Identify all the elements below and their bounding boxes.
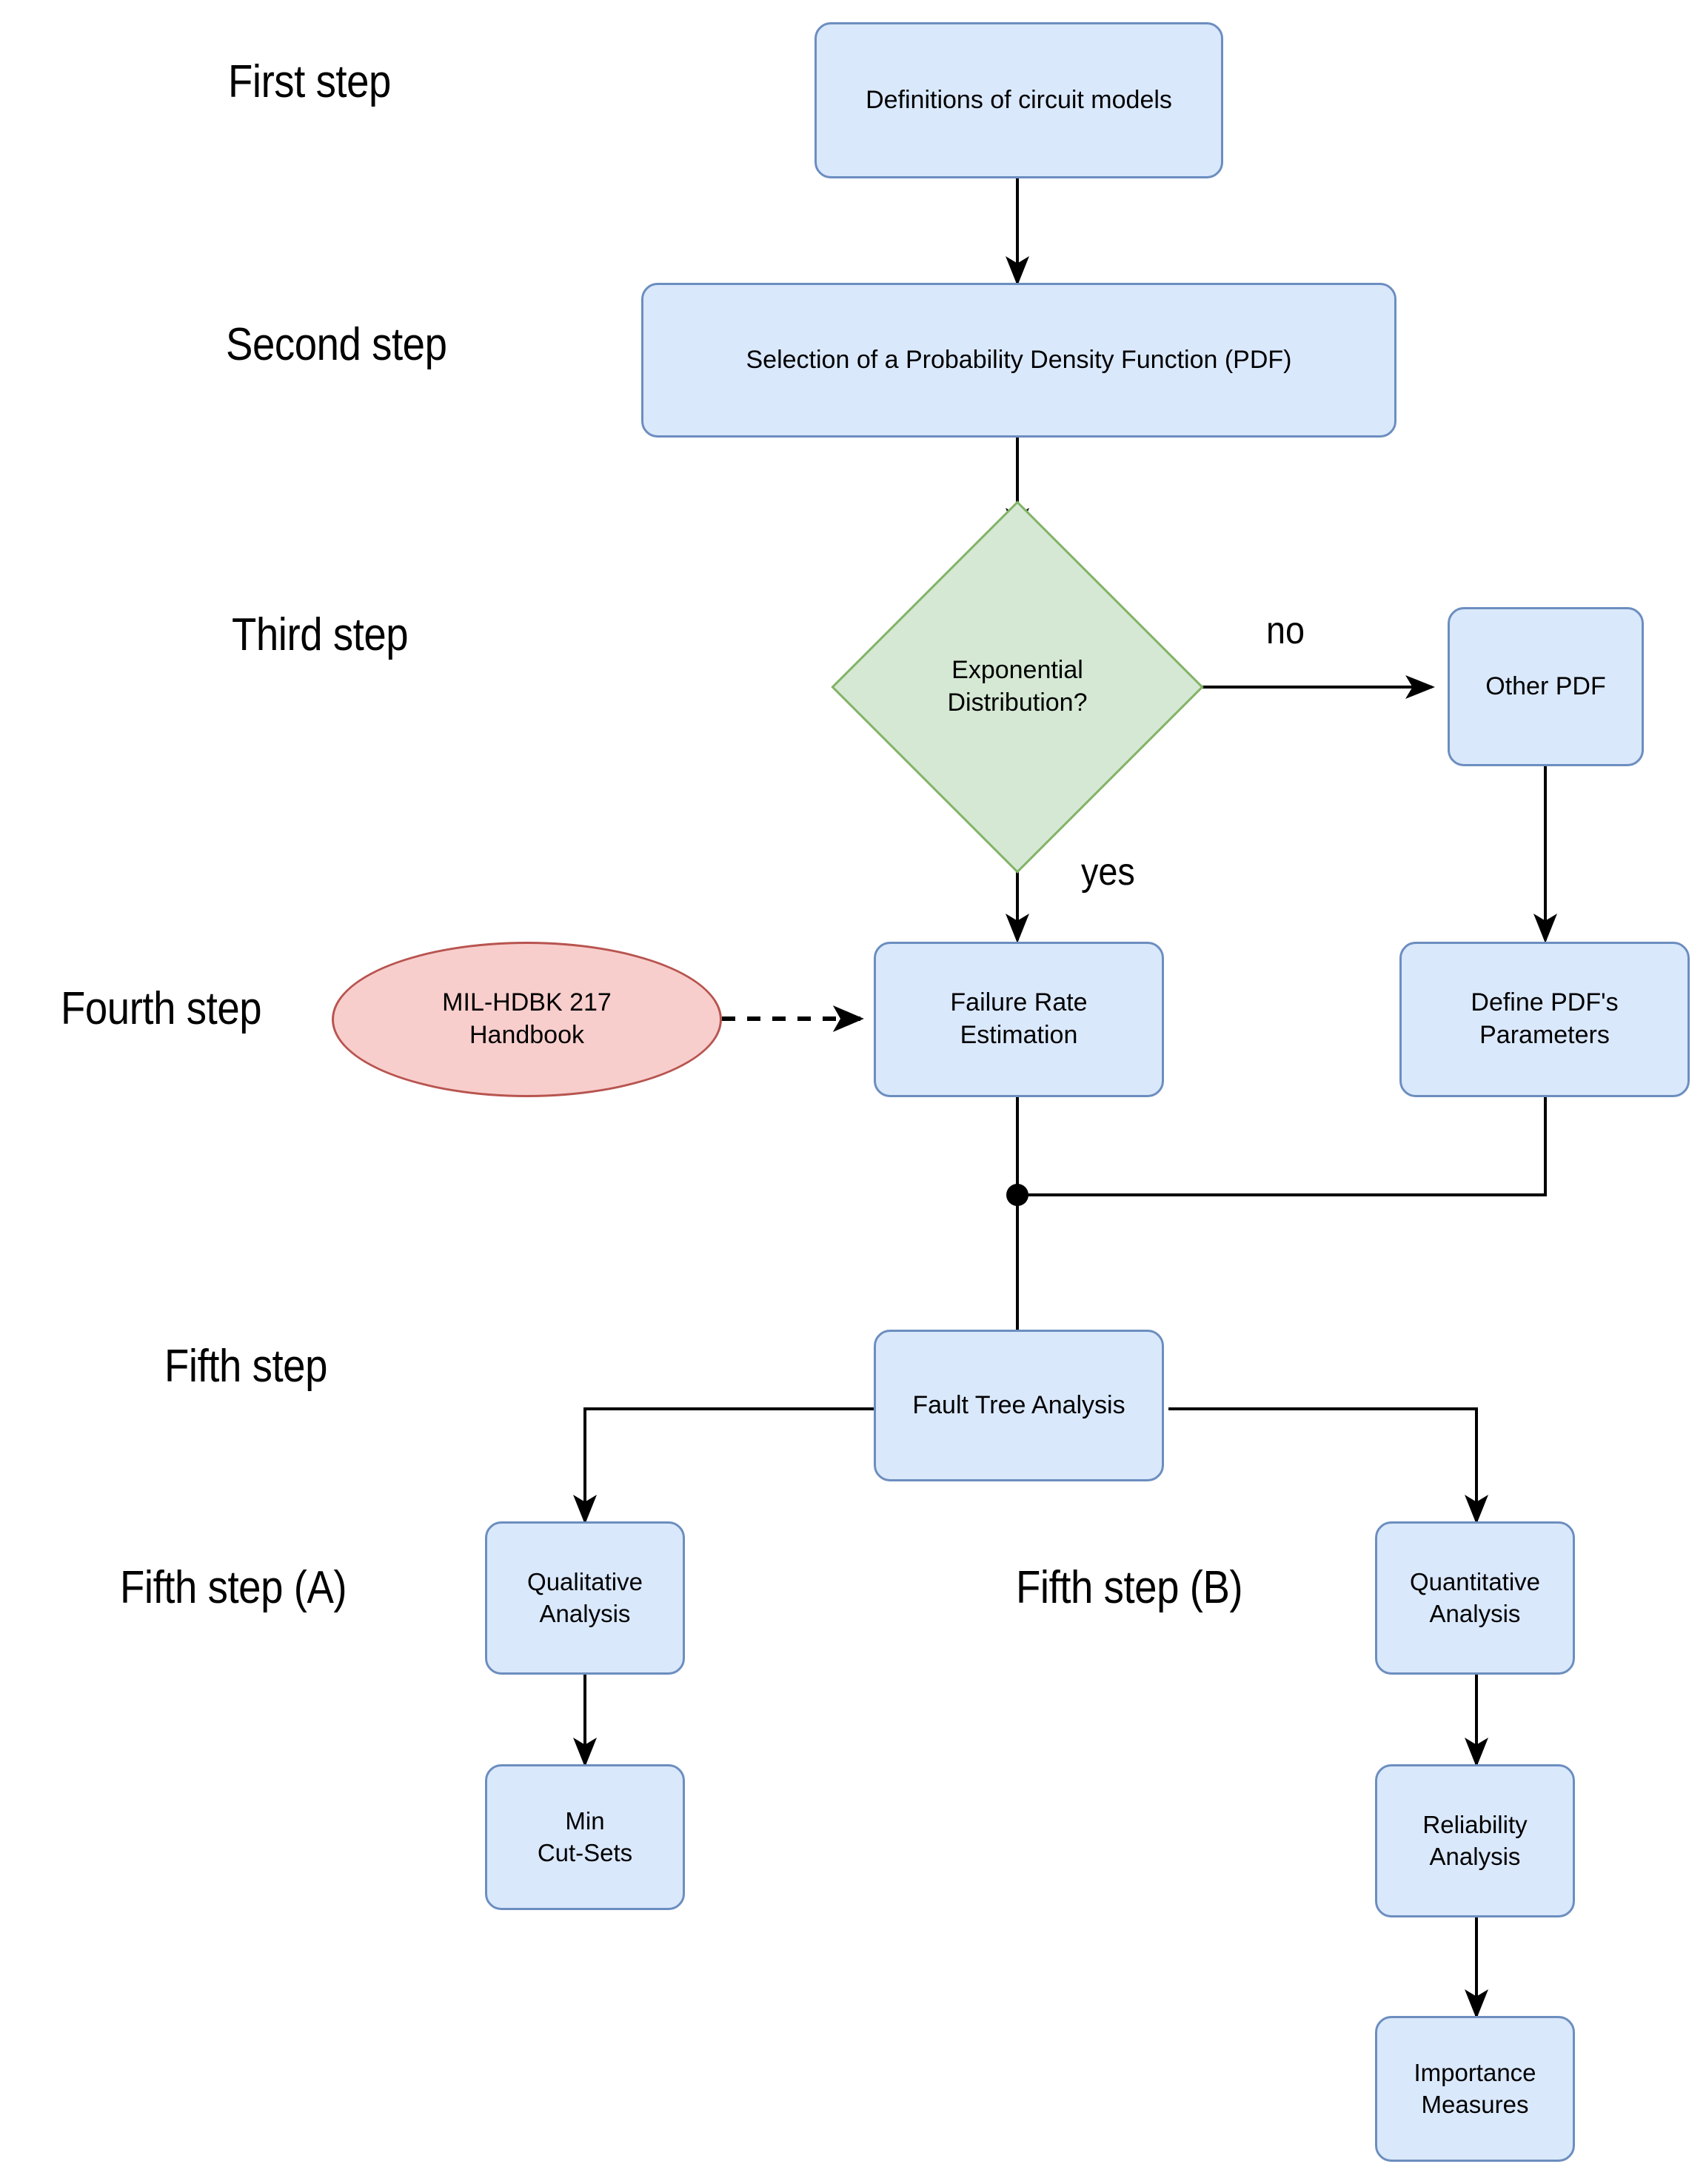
decision-label: Exponential Distribution? xyxy=(947,656,1088,717)
step-label-third: Third step xyxy=(232,609,409,660)
node-definitions-of-circuit-models[interactable]: Definitions of circuit models xyxy=(814,22,1223,178)
step-label-fourth: Fourth step xyxy=(61,983,262,1034)
node-other-pdf[interactable]: Other PDF xyxy=(1448,607,1644,766)
node-quantitative-analysis[interactable]: Quantitative Analysis xyxy=(1375,1521,1575,1675)
edge-fault-tree-to-qualitative xyxy=(573,1407,920,1524)
node-reliability-analysis[interactable]: Reliability Analysis xyxy=(1375,1764,1575,1917)
node-qualitative-analysis[interactable]: Qualitative Analysis xyxy=(485,1521,685,1675)
step-label-fifth-a: Fifth step (A) xyxy=(120,1562,347,1613)
node-pdf-selection[interactable]: Selection of a Probability Density Funct… xyxy=(641,283,1396,438)
edge-label-yes: yes xyxy=(1081,851,1135,894)
node-mil-hdbk-217-handbook[interactable]: MIL-HDBK 217 Handbook xyxy=(332,942,722,1097)
node-exponential-distribution-decision[interactable]: Exponential Distribution? xyxy=(831,500,1204,874)
edge-define-params-to-junction xyxy=(1022,1092,1547,1196)
node-min-cut-sets[interactable]: Min Cut-Sets xyxy=(485,1764,685,1910)
step-label-fifth-b: Fifth step (B) xyxy=(1016,1562,1243,1613)
step-label-second: Second step xyxy=(226,319,447,370)
step-label-first: First step xyxy=(228,56,391,107)
junction-dot xyxy=(1006,1184,1028,1206)
node-importance-measures[interactable]: Importance Measures xyxy=(1375,2016,1575,2162)
edge-label-no: no xyxy=(1266,609,1305,652)
node-failure-rate-estimation[interactable]: Failure Rate Estimation xyxy=(874,942,1164,1097)
node-define-pdf-parameters[interactable]: Define PDF's Parameters xyxy=(1399,942,1690,1097)
edge-fault-tree-to-quantitative xyxy=(1168,1407,1488,1524)
node-fault-tree-analysis[interactable]: Fault Tree Analysis xyxy=(874,1330,1164,1481)
step-label-fifth: Fifth step xyxy=(164,1341,327,1392)
